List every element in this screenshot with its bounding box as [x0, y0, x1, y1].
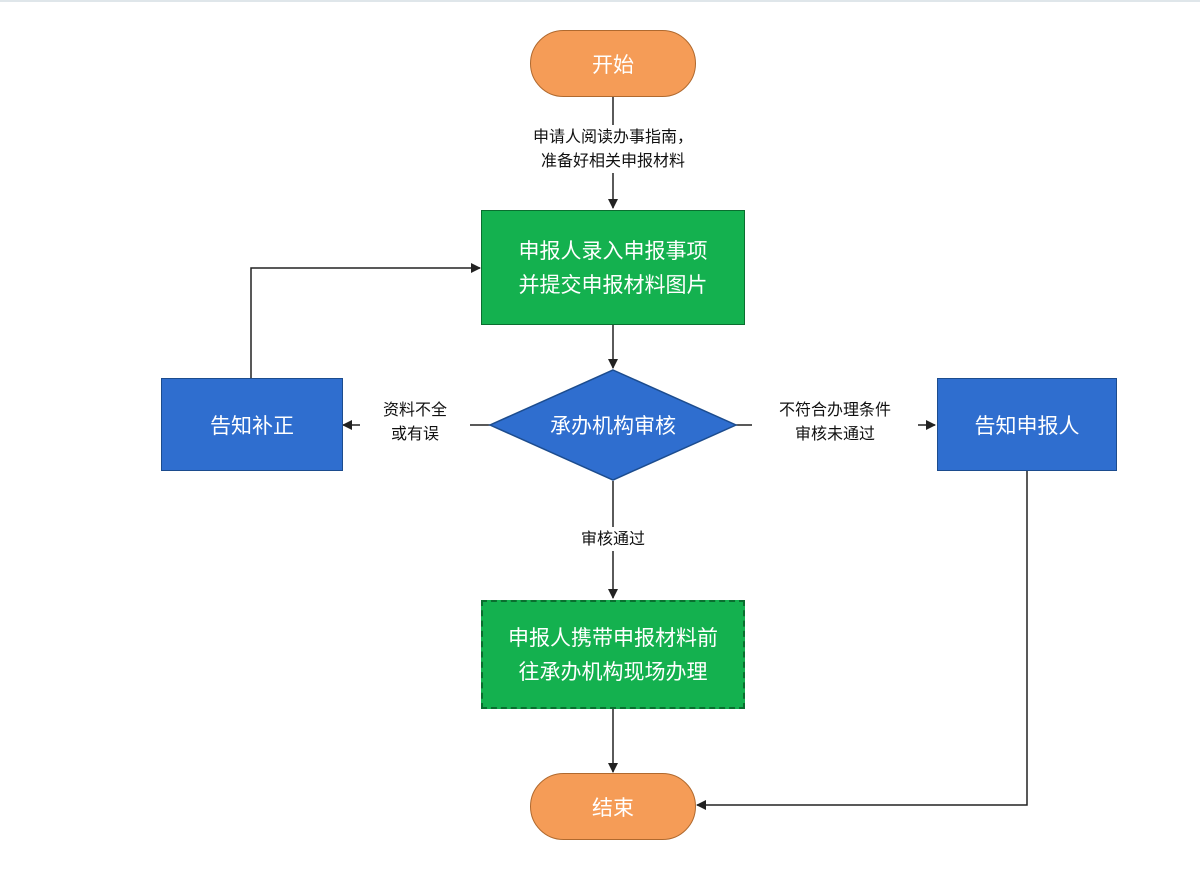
notify-correction-label: 告知补正: [210, 413, 294, 438]
edge-correction-to-submit: [250, 263, 481, 378]
onsite-line2: 往承办机构现场办理: [518, 659, 708, 684]
top-divider: [0, 0, 1200, 2]
start-node: 开始: [530, 30, 696, 97]
edge-label-rejected-line1: 不符合办理条件: [778, 400, 891, 419]
notify-correction-node: 告知补正: [161, 378, 343, 471]
edge-label-rejected: 不符合办理条件 审核未通过: [752, 398, 918, 446]
submit-node: 申报人录入申报事项 并提交申报材料图片: [481, 210, 745, 325]
edge-label-approved: 审核通过: [552, 527, 674, 551]
submit-line1: 申报人录入申报事项: [518, 238, 708, 263]
edge-label-incomplete-line1: 资料不全: [382, 400, 447, 419]
edge-applicant-to-end: [696, 471, 1028, 810]
submit-line2: 并提交申报材料图片: [518, 272, 708, 297]
start-label: 开始: [592, 52, 634, 77]
edge-label-read-guide-line1: 申请人阅读办事指南，: [532, 127, 693, 146]
edge-label-read-guide-line2: 准备好相关申报材料: [540, 151, 685, 170]
end-node: 结束: [530, 773, 696, 840]
edge-label-incomplete-line2: 或有误: [390, 424, 439, 443]
edge-label-incomplete: 资料不全 或有误: [360, 398, 470, 446]
notify-applicant-label: 告知申报人: [974, 413, 1080, 438]
edge-label-rejected-line2: 审核未通过: [794, 424, 875, 443]
onsite-node: 申报人携带申报材料前 往承办机构现场办理: [481, 600, 745, 709]
end-label: 结束: [592, 795, 634, 820]
review-label: 承办机构审核: [550, 414, 676, 438]
notify-applicant-node: 告知申报人: [937, 378, 1117, 471]
onsite-line1: 申报人携带申报材料前: [508, 625, 718, 650]
decision-diamond: [488, 369, 738, 481]
edge-label-read-guide: 申请人阅读办事指南， 准备好相关申报材料: [503, 125, 723, 173]
